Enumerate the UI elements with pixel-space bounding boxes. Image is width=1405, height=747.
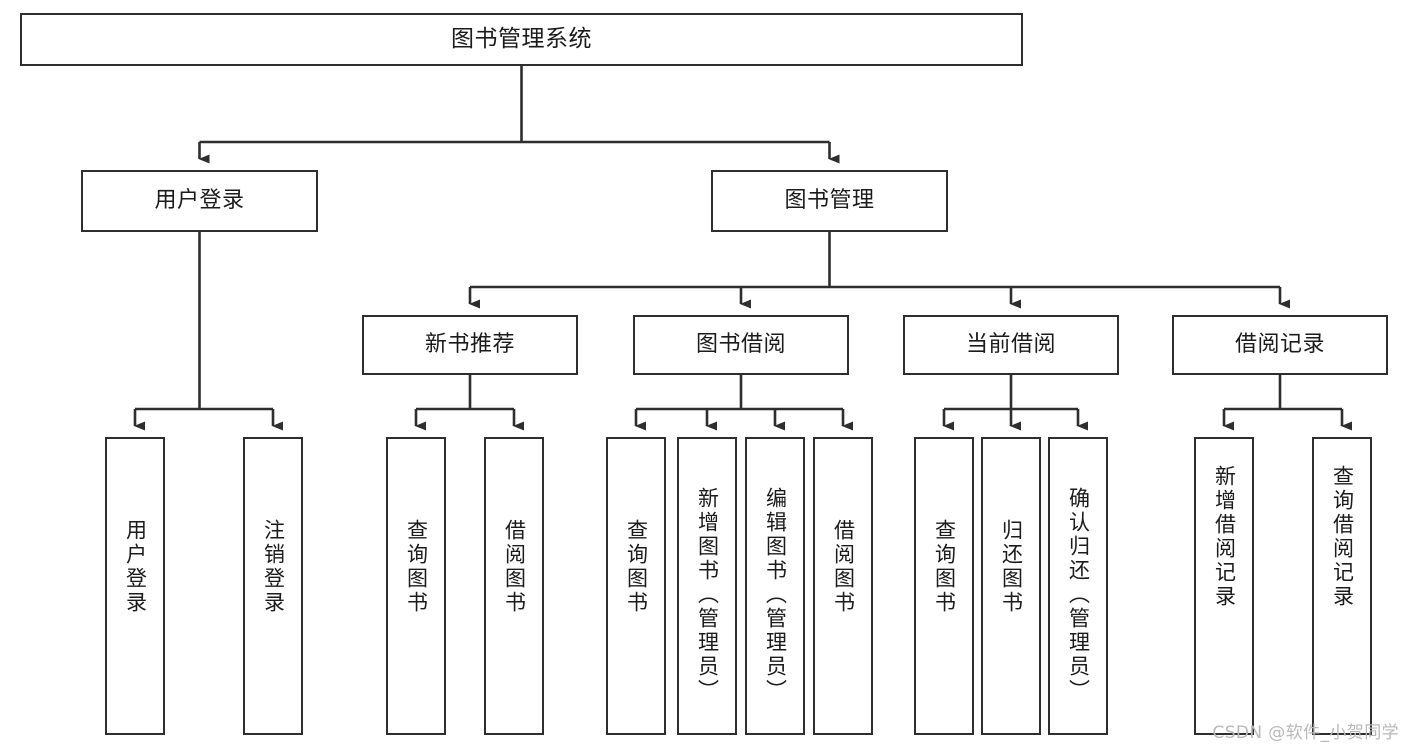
node-book-borrow[interactable]: 图书借阅 xyxy=(633,315,849,375)
node-label-leaf-user-logout: 注销登录 xyxy=(261,519,286,615)
node-label-root: 图书管理系统 xyxy=(451,25,592,52)
node-borrow-record[interactable]: 借阅记录 xyxy=(1172,315,1388,375)
node-label-user-login: 用户登录 xyxy=(154,187,245,213)
node-label-leaf-cb-confirm: 确认归还（管理员） xyxy=(1066,487,1091,703)
node-leaf-br-add[interactable]: 新增借阅记录 xyxy=(1194,437,1254,735)
node-leaf-rec-query[interactable]: 查询图书 xyxy=(386,437,446,735)
node-label-borrow-record: 借阅记录 xyxy=(1234,331,1325,357)
node-leaf-rec-borrow[interactable]: 借阅图书 xyxy=(484,437,544,735)
node-label-book-manage: 图书管理 xyxy=(784,187,875,213)
node-leaf-user-login[interactable]: 用户登录 xyxy=(105,437,165,735)
node-leaf-bb-borrow[interactable]: 借阅图书 xyxy=(813,437,873,735)
node-label-leaf-cb-query: 查询图书 xyxy=(932,519,957,615)
watermark: CSDN @软件_小贺同学 xyxy=(1212,723,1399,743)
node-user-login[interactable]: 用户登录 xyxy=(81,170,318,232)
node-root[interactable]: 图书管理系统 xyxy=(20,13,1023,66)
node-label-leaf-user-login: 用户登录 xyxy=(123,519,148,615)
node-leaf-bb-query[interactable]: 查询图书 xyxy=(606,437,666,735)
node-label-leaf-bb-add: 新增图书（管理员） xyxy=(695,487,720,703)
node-label-book-borrow: 图书借阅 xyxy=(695,331,786,357)
node-current-borrow[interactable]: 当前借阅 xyxy=(903,315,1119,375)
node-label-leaf-bb-borrow: 借阅图书 xyxy=(831,519,856,615)
node-leaf-cb-query[interactable]: 查询图书 xyxy=(914,437,974,735)
node-leaf-bb-add[interactable]: 新增图书（管理员） xyxy=(677,437,737,735)
node-leaf-bb-edit[interactable]: 编辑图书（管理员） xyxy=(745,437,805,735)
node-label-leaf-cb-return: 归还图书 xyxy=(999,519,1024,615)
node-leaf-br-query[interactable]: 查询借阅记录 xyxy=(1312,437,1372,735)
node-new-book-rec[interactable]: 新书推荐 xyxy=(362,315,578,375)
node-label-leaf-bb-query: 查询图书 xyxy=(624,519,649,615)
node-label-new-book-rec: 新书推荐 xyxy=(424,331,515,357)
node-label-leaf-rec-query: 查询图书 xyxy=(404,519,429,615)
node-label-leaf-rec-borrow: 借阅图书 xyxy=(502,519,527,615)
node-leaf-cb-confirm[interactable]: 确认归还（管理员） xyxy=(1048,437,1108,735)
node-book-manage[interactable]: 图书管理 xyxy=(711,170,948,232)
node-label-leaf-br-query: 查询借阅记录 xyxy=(1330,465,1355,609)
node-leaf-user-logout[interactable]: 注销登录 xyxy=(243,437,303,735)
node-label-current-borrow: 当前借阅 xyxy=(965,331,1056,357)
node-leaf-cb-return[interactable]: 归还图书 xyxy=(981,437,1041,735)
node-label-leaf-br-add: 新增借阅记录 xyxy=(1212,465,1237,609)
node-label-leaf-bb-edit: 编辑图书（管理员） xyxy=(763,487,788,703)
